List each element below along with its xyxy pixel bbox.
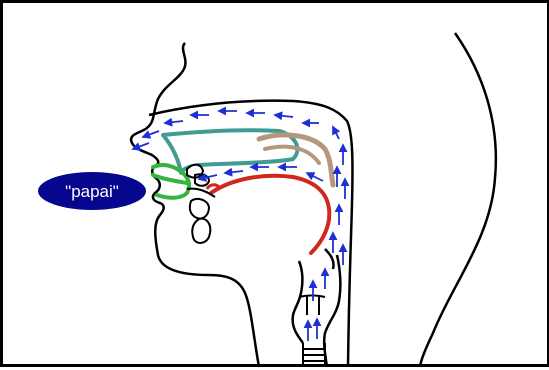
- airflow-arrows: [133, 111, 345, 341]
- tongue: [211, 176, 329, 253]
- vocal-folds: [299, 295, 325, 315]
- pharynx-back-wall: [149, 101, 352, 367]
- airflow-arrow-icon: [275, 115, 293, 117]
- back-of-head-outline: [420, 33, 496, 367]
- airflow-arrow-icon: [225, 171, 243, 173]
- vocal-tract-diagram: "papai": [3, 3, 549, 370]
- airflow-arrow-icon: [307, 173, 323, 181]
- airflow-arrow-icon: [165, 121, 183, 123]
- speech-bubble-label: "papai": [65, 182, 119, 201]
- trachea-outline: [303, 343, 325, 365]
- larynx-back-wall: [324, 255, 340, 367]
- airflow-arrow-icon: [333, 127, 339, 139]
- larynx-front-wall: [293, 261, 303, 343]
- airflow-arrow-icon: [143, 131, 159, 137]
- lower-teeth: [190, 199, 210, 243]
